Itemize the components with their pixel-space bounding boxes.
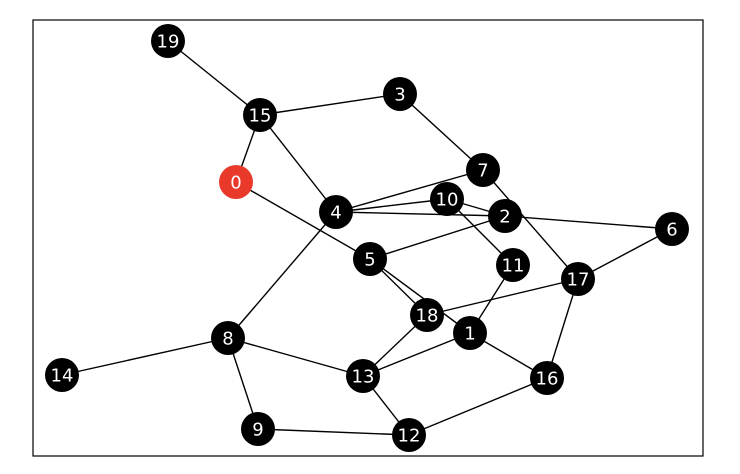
node-19: 19 (151, 24, 185, 58)
node-circle-7 (466, 153, 500, 187)
node-18: 18 (410, 298, 444, 332)
node-label-5: 5 (364, 250, 375, 271)
edge-15-3 (259, 93, 401, 116)
node-label-2: 2 (499, 207, 510, 228)
node-circle-6 (655, 212, 689, 246)
edge-4-8 (227, 211, 337, 339)
edge-17-16 (546, 278, 579, 379)
node-circle-15 (243, 98, 277, 132)
node-12: 12 (392, 418, 426, 452)
node-circle-18 (410, 298, 444, 332)
node-1: 1 (453, 316, 487, 350)
node-label-13: 13 (352, 367, 375, 388)
node-label-6: 6 (666, 220, 677, 241)
node-2: 2 (488, 199, 522, 233)
node-circle-1 (453, 316, 487, 350)
node-circle-12 (392, 418, 426, 452)
edge-4-7 (335, 169, 484, 213)
edge-7-17 (482, 169, 579, 280)
node-circle-5 (353, 242, 387, 276)
node-label-11: 11 (502, 256, 525, 277)
node-circle-19 (151, 24, 185, 58)
node-9: 9 (241, 412, 275, 446)
node-circle-17 (561, 262, 595, 296)
edge-6-17 (577, 228, 673, 280)
node-15: 15 (243, 98, 277, 132)
node-circle-14 (45, 358, 79, 392)
node-label-10: 10 (436, 190, 459, 211)
node-label-15: 15 (249, 106, 272, 127)
edge-2-5 (369, 215, 506, 260)
node-circle-0 (219, 165, 253, 199)
node-circle-10 (430, 182, 464, 216)
node-label-14: 14 (51, 366, 74, 387)
edge-3-7 (399, 93, 484, 171)
node-6: 6 (655, 212, 689, 246)
node-label-16: 16 (536, 369, 559, 390)
node-circle-4 (319, 195, 353, 229)
edge-5-1 (369, 258, 471, 334)
node-circle-11 (496, 248, 530, 282)
node-label-19: 19 (157, 32, 180, 53)
node-11: 11 (496, 248, 530, 282)
edge-8-13 (227, 337, 364, 377)
node-label-1: 1 (464, 324, 475, 345)
node-14: 14 (45, 358, 79, 392)
node-10: 10 (430, 182, 464, 216)
node-0: 0 (219, 165, 253, 199)
node-label-12: 12 (398, 426, 421, 447)
node-8: 8 (211, 321, 245, 355)
node-circle-16 (530, 361, 564, 395)
node-label-3: 3 (394, 85, 405, 106)
node-circle-9 (241, 412, 275, 446)
edge-4-2 (335, 211, 506, 217)
node-circle-2 (488, 199, 522, 233)
node-label-9: 9 (252, 420, 263, 441)
node-5: 5 (353, 242, 387, 276)
node-label-17: 17 (567, 270, 590, 291)
edge-1-13 (362, 332, 471, 377)
node-16: 16 (530, 361, 564, 395)
node-label-8: 8 (222, 329, 233, 350)
node-4: 4 (319, 195, 353, 229)
node-circle-13 (346, 359, 380, 393)
node-circle-8 (211, 321, 245, 355)
node-13: 13 (346, 359, 380, 393)
edge-19-15 (167, 40, 261, 116)
node-17: 17 (561, 262, 595, 296)
node-label-0: 0 (230, 173, 241, 194)
edge-0-5 (235, 181, 371, 260)
edge-2-6 (504, 215, 673, 230)
node-label-4: 4 (330, 203, 341, 224)
node-label-7: 7 (477, 161, 488, 182)
edge-17-18 (426, 278, 579, 316)
edge-4-10 (335, 198, 448, 213)
node-7: 7 (466, 153, 500, 187)
edge-15-4 (259, 114, 337, 213)
edge-8-14 (61, 337, 229, 376)
edge-12-16 (408, 377, 548, 436)
node-3: 3 (383, 77, 417, 111)
node-label-18: 18 (416, 306, 439, 327)
node-circle-3 (383, 77, 417, 111)
edge-9-12 (257, 428, 410, 436)
